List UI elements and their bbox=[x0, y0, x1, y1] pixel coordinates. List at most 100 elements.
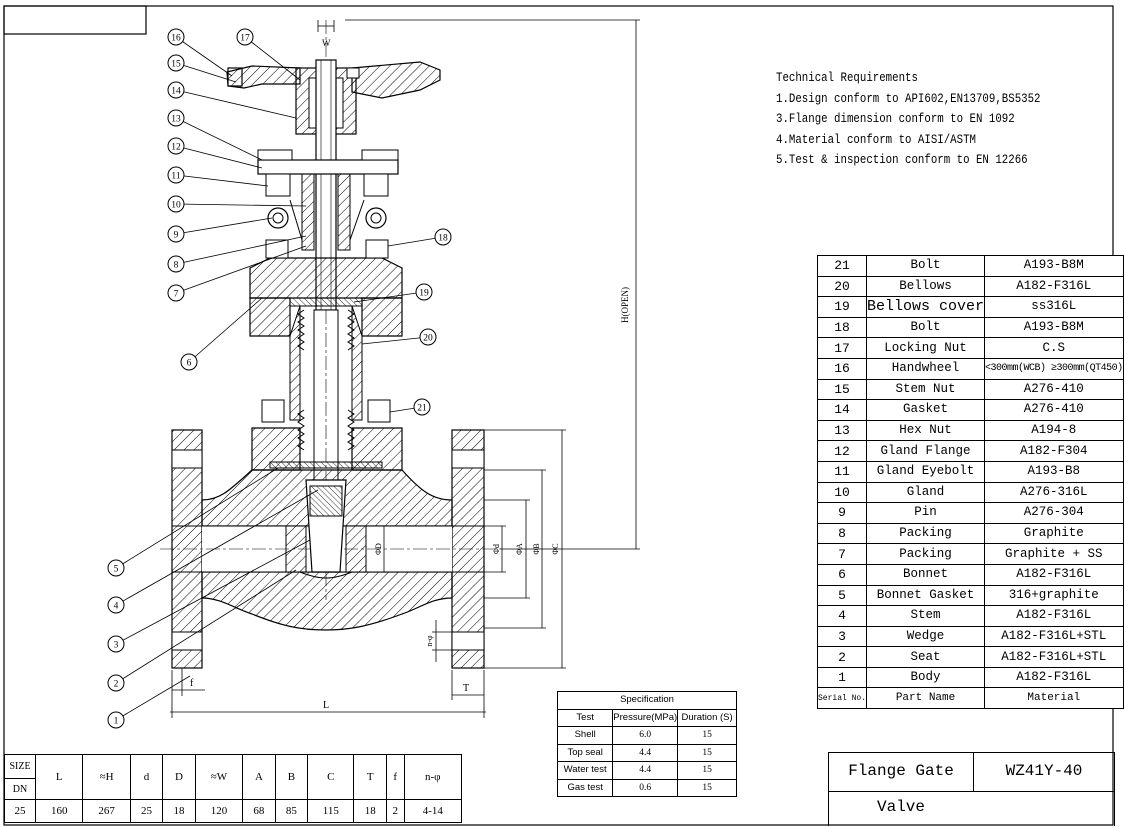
balloon-circle bbox=[419, 328, 437, 346]
dim-value: 18 bbox=[353, 799, 387, 823]
balloon-circle bbox=[107, 635, 125, 653]
balloon-label: 8 bbox=[174, 261, 179, 271]
parts-cell-no: 10 bbox=[816, 481, 868, 504]
balloon-leader bbox=[175, 174, 269, 187]
dim-value: 160 bbox=[34, 799, 84, 823]
parts-cell-no: 18 bbox=[816, 316, 868, 339]
parts-cell-name: Stem Nut bbox=[866, 378, 986, 401]
balloon-leader bbox=[175, 89, 297, 119]
balloon-circle bbox=[167, 225, 185, 243]
dim-w-label: W bbox=[322, 38, 331, 48]
dim-value: 25 bbox=[129, 799, 164, 823]
balloon-label: 5 bbox=[114, 565, 119, 575]
tech-line: 4.Material conform to AISI/ASTM bbox=[776, 132, 976, 147]
parts-cell-no: 3 bbox=[816, 625, 868, 648]
product-name: Flange Gate Valve bbox=[829, 753, 974, 816]
spec-cell: Gas test bbox=[556, 778, 614, 797]
dn-label: DN bbox=[4, 778, 36, 800]
balloon-label: 15 bbox=[171, 60, 181, 70]
balloon-leader bbox=[175, 117, 263, 161]
balloon-circle bbox=[180, 353, 198, 371]
dim-value: 2 bbox=[385, 799, 405, 823]
tech-line: 3.Flange dimension conform to EN 1092 bbox=[776, 112, 1015, 126]
spec-cell: Top seal bbox=[556, 743, 614, 762]
balloon-circle bbox=[107, 596, 125, 614]
balloon-label: 7 bbox=[174, 290, 179, 300]
balloon-label: 13 bbox=[171, 115, 181, 125]
dim-h-label: H(OPEN) bbox=[620, 287, 630, 323]
balloon-circle bbox=[107, 711, 125, 729]
dim-phib-label: ΦB bbox=[532, 543, 541, 554]
balloon-circle bbox=[167, 54, 185, 72]
spec-header: Duration (S) bbox=[677, 708, 737, 727]
balloon-label: 14 bbox=[171, 87, 181, 97]
parts-cell-material: C.S bbox=[984, 337, 1124, 359]
parts-cell-material: A182-F316L bbox=[984, 605, 1124, 627]
dim-header: T bbox=[353, 754, 387, 800]
balloon-leader bbox=[361, 336, 429, 345]
balloon-label: 3 bbox=[114, 641, 119, 651]
spec-cell: 4.4 bbox=[612, 743, 679, 762]
balloon-label: 6 bbox=[187, 359, 192, 369]
parts-cell-no: 4 bbox=[816, 605, 868, 627]
parts-cell-name: Gland Flange bbox=[866, 440, 986, 462]
tech-line: 1.Design conform to API602,EN13709,BS535… bbox=[776, 91, 1041, 106]
parts-cell-name: Handwheel bbox=[866, 357, 986, 380]
parts-cell-no: 11 bbox=[816, 460, 868, 483]
parts-cell-material: 316+graphite bbox=[984, 584, 1124, 607]
parts-cell-material: A182-F316L bbox=[984, 563, 1124, 586]
parts-cell-no: 6 bbox=[816, 563, 868, 586]
balloon-label: 12 bbox=[171, 143, 181, 153]
balloon-circle bbox=[413, 398, 431, 416]
balloon-leader bbox=[175, 36, 233, 77]
balloon-label: 16 bbox=[171, 34, 181, 44]
dimension-lines bbox=[170, 19, 640, 718]
tech-line: 5.Test & inspection conform to EN 12266 bbox=[776, 153, 1028, 167]
parts-cell-material: A276-316L bbox=[984, 481, 1124, 504]
balloon-leader bbox=[175, 62, 237, 83]
balloon-circle bbox=[167, 255, 185, 273]
dim-header: ≈H bbox=[82, 754, 131, 800]
dim-value: 18 bbox=[162, 799, 196, 823]
title-block: Flange Gate Valve WZ41Y-40 bbox=[828, 752, 1115, 826]
parts-cell-no: 19 bbox=[816, 296, 868, 318]
balloon-leader bbox=[244, 36, 301, 81]
title-row: Flange Gate Valve WZ41Y-40 bbox=[829, 753, 1114, 816]
parts-cell-no: 7 bbox=[816, 543, 868, 565]
balloon-label: 2 bbox=[114, 680, 119, 690]
spec-header: Pressure(MPa) bbox=[612, 708, 679, 727]
parts-cell-name: Packing bbox=[866, 522, 986, 545]
balloon-leader bbox=[115, 489, 319, 606]
balloon-circle bbox=[167, 166, 185, 184]
balloon-leader bbox=[353, 291, 425, 303]
balloon-leader bbox=[115, 539, 311, 645]
balloon-leader bbox=[175, 245, 307, 294]
dim-t-label: T bbox=[463, 683, 469, 694]
parts-cell-material: ss316L bbox=[984, 296, 1124, 318]
parts-cell-no: 1 bbox=[816, 666, 868, 689]
parts-cell-material: Graphite + SS bbox=[984, 543, 1124, 565]
dim-header: L bbox=[34, 754, 84, 800]
dim-l-label: L bbox=[323, 700, 329, 711]
parts-cell-material: A276-304 bbox=[984, 502, 1124, 524]
dim-value: 68 bbox=[242, 799, 276, 823]
parts-cell-material: A182-F316L bbox=[984, 666, 1124, 689]
balloon-circle bbox=[107, 674, 125, 692]
balloon-label: 18 bbox=[438, 234, 448, 244]
balloon-leader bbox=[175, 217, 273, 235]
